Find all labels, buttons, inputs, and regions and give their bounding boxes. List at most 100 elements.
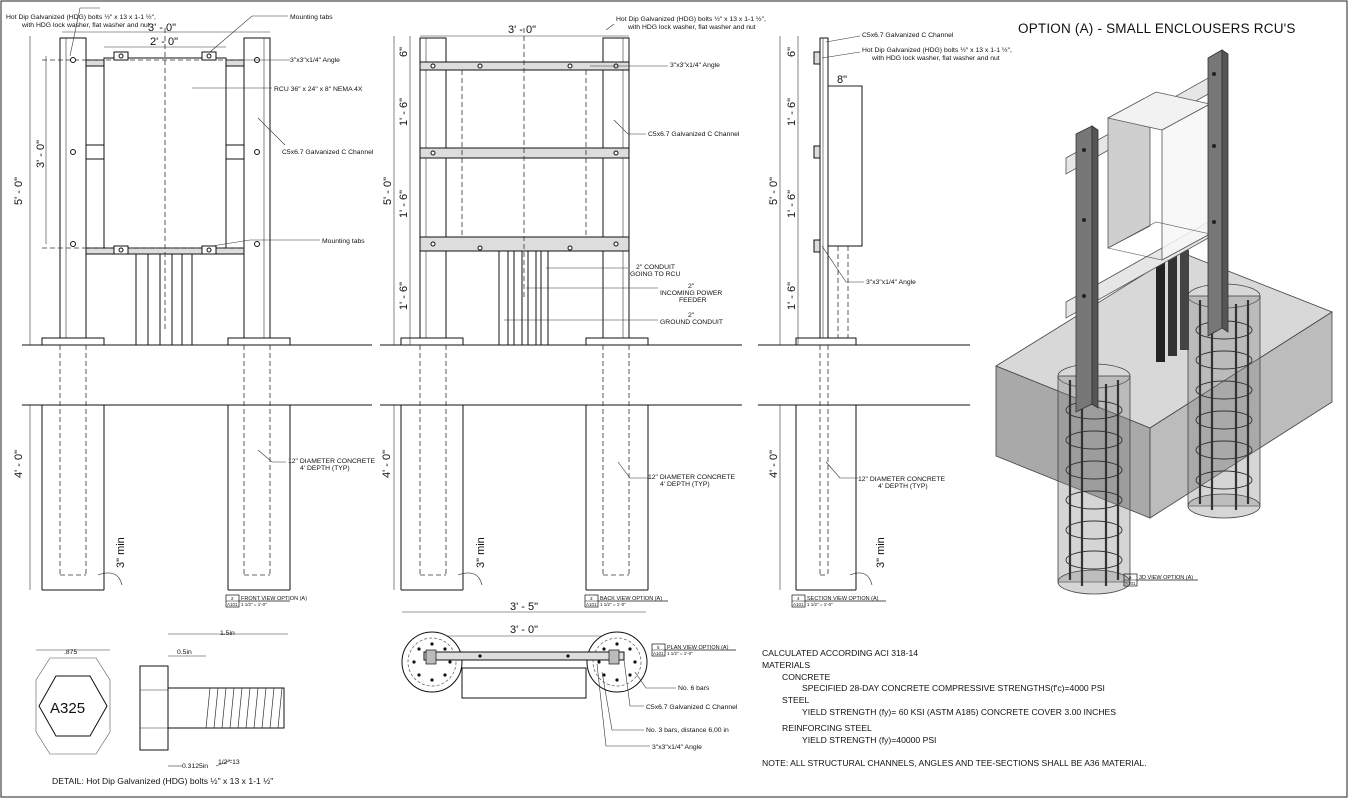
notes-steel: STEEL bbox=[782, 695, 810, 706]
section-dim-6: 6" bbox=[786, 47, 798, 57]
back-conduit-rcu-2: GOING TO RCU bbox=[630, 271, 680, 278]
bolt-dim-05: 0.5in bbox=[177, 649, 192, 656]
back-dim-1-6b: 1' - 6" bbox=[398, 190, 410, 218]
section-hdg-note-2: with HDG lock washer, flat washer and nu… bbox=[871, 55, 1000, 62]
back-tag-sheet: A101 bbox=[586, 602, 597, 607]
bolt-dim-03125: 0.3125in bbox=[182, 763, 208, 770]
bolt-detail bbox=[35, 633, 288, 767]
section-dim-4-0: 4' - 0" bbox=[768, 450, 780, 478]
notes-materials: MATERIALS bbox=[762, 659, 811, 670]
back-angle-label: 3"x3"x1/4" Angle bbox=[670, 62, 720, 69]
bolt-dim-15: 1.5in bbox=[220, 630, 235, 637]
back-view-label: BACK VIEW OPTION (A) bbox=[600, 596, 662, 602]
front-dim-3-0-vertical: 3' - 0" bbox=[35, 140, 47, 168]
plan-view-scale: 1 1/2" = 1'-0" bbox=[667, 651, 693, 656]
front-dim-5-0: 5' - 0" bbox=[13, 177, 25, 205]
front-view-tag bbox=[225, 594, 290, 608]
back-dim-5-0: 5' - 0" bbox=[382, 177, 394, 205]
back-concrete-2: 4' DEPTH (TYP) bbox=[660, 481, 710, 488]
front-channel-label: C5x6.7 Galvanized C Channel bbox=[282, 149, 374, 156]
section-angle-label: 3"x3"x1/4" Angle bbox=[866, 279, 916, 286]
front-view bbox=[22, 7, 372, 591]
section-view-scale: 1 1/2" = 1'-0" bbox=[807, 602, 833, 607]
back-feeder-2: INCOMING POWER bbox=[660, 290, 722, 297]
plan-bars6: No. 6 bars bbox=[678, 685, 710, 692]
plan-channel: C5x6.7 Galvanized C Channel bbox=[646, 704, 738, 711]
front-hdg-note-2: with HDG lock washer, flat washer and nu… bbox=[21, 22, 150, 29]
back-hdg-note-2: with HDG lock washer, flat washer and nu… bbox=[627, 24, 756, 31]
plan-view-tag bbox=[651, 643, 736, 657]
front-concrete-2: 4' DEPTH (TYP) bbox=[300, 465, 350, 472]
section-dim-5-0: 5' - 0" bbox=[768, 177, 780, 205]
notes-reinforcing-spec: YIELD STRENGTH (fy)=40000 PSI bbox=[802, 734, 937, 745]
plan-tag-num: 5 bbox=[657, 645, 660, 650]
front-tag-sheet: A101 bbox=[227, 602, 238, 607]
section-tag-num: 4 bbox=[797, 596, 800, 601]
drawing-title: OPTION (A) - SMALL ENCLOUSERS RCU'S bbox=[1018, 21, 1296, 36]
plan-angle: 3"x3"x1/4" Angle bbox=[652, 744, 702, 751]
notes-concrete-spec: SPECIFIED 28-DAY CONCRETE COMPRESSIVE ST… bbox=[802, 683, 1105, 694]
3d-view-tag bbox=[1123, 573, 1198, 587]
back-view bbox=[380, 23, 742, 591]
notes-calc: CALCULATED ACCORDING ACI 318-14 bbox=[762, 648, 919, 658]
front-angle-label: 3"x3"x1/4" Angle bbox=[290, 57, 340, 64]
front-view-label: FRONT VIEW OPTION (A) bbox=[241, 596, 307, 602]
section-dim-1-6b: 1' - 6" bbox=[786, 190, 798, 218]
front-hdg-note-1: Hot Dip Galvanized (HDG) bolts ½" x 13 x… bbox=[6, 13, 156, 21]
bolt-head-text: A325 bbox=[50, 700, 85, 717]
plan-tag-sheet: A101 bbox=[653, 651, 664, 656]
back-dim-4-0: 4' - 0" bbox=[381, 450, 393, 478]
back-dim-6: 6" bbox=[398, 47, 410, 57]
plan-dim-3-5: 3' - 5" bbox=[510, 601, 538, 613]
back-dim-3-0: 3' - 0" bbox=[508, 24, 536, 36]
section-view-label: SECTION VIEW OPTION (A) bbox=[807, 596, 879, 602]
plan-view bbox=[401, 611, 676, 747]
back-dim-3min: 3" min bbox=[475, 537, 487, 568]
back-conduit-rcu-1: 2" CONDUIT bbox=[636, 264, 675, 271]
general-notes: CALCULATED ACCORDING ACI 318-14 MATERIAL… bbox=[762, 648, 1302, 770]
front-dim-3-0: 3' - 0" bbox=[148, 22, 176, 34]
bolt-detail-title: DETAIL: Hot Dip Galvanized (HDG) bolts ½… bbox=[52, 776, 274, 786]
notes-a36: NOTE: ALL STRUCTURAL CHANNELS, ANGLES AN… bbox=[762, 758, 1147, 769]
back-ground-2: GROUND CONDUIT bbox=[660, 319, 723, 326]
back-dim-1-6c: 1' - 6" bbox=[398, 282, 410, 310]
section-view bbox=[758, 35, 970, 591]
back-hdg-note-1: Hot Dip Galvanized (HDG) bolts ½" x 13 x… bbox=[616, 15, 766, 23]
3d-tag-sheet: A101 bbox=[1125, 581, 1136, 586]
front-mounting-tabs-top: Mounting tabs bbox=[290, 14, 333, 21]
section-channel-label: C5x6.7 Galvanized C Channel bbox=[862, 32, 954, 39]
3d-view-label: 3D VIEW OPTION (A) bbox=[1139, 575, 1193, 581]
front-view-scale: 1 1/2" = 1'-0" bbox=[241, 602, 267, 607]
front-dim-2-0: 2' - 0" bbox=[150, 36, 178, 48]
front-mounting-tabs-bottom: Mounting tabs bbox=[322, 238, 365, 245]
notes-steel-spec: YIELD STRENGTH (fy)= 60 KSI (ASTM A185) … bbox=[802, 706, 1116, 717]
back-view-tag bbox=[584, 594, 668, 608]
back-ground-1: 2" bbox=[688, 312, 695, 319]
back-feeder-3: FEEDER bbox=[679, 297, 707, 304]
back-tag-num: 3 bbox=[590, 596, 593, 601]
section-concrete-1: 12" DIAMETER CONCRETE bbox=[858, 476, 945, 483]
section-hdg-note-1: Hot Dip Galvanized (HDG) bolts ½" x 13 x… bbox=[862, 46, 1012, 54]
back-dim-1-6a: 1' - 6" bbox=[398, 98, 410, 126]
front-tag-num: 2 bbox=[231, 596, 234, 601]
section-dim-1-6c: 1' - 6" bbox=[786, 282, 798, 310]
section-dim-3min: 3" min bbox=[875, 537, 887, 568]
front-dim-4-0: 4' - 0" bbox=[13, 450, 25, 478]
front-dim-3min: 3" min bbox=[115, 537, 127, 568]
section-concrete-2: 4' DEPTH (TYP) bbox=[878, 483, 928, 490]
notes-concrete: CONCRETE bbox=[782, 671, 831, 682]
section-dim-1-6a: 1' - 6" bbox=[786, 98, 798, 126]
back-channel-label: C5x6.7 Galvanized C Channel bbox=[648, 131, 740, 138]
notes-reinforcing: REINFORCING STEEL bbox=[782, 722, 872, 733]
plan-bars3: No. 3 bars, distance 6,00 in bbox=[646, 727, 729, 734]
front-concrete-1: 12" DIAMETER CONCRETE bbox=[288, 458, 375, 465]
back-view-scale: 1 1/2" = 1'-0" bbox=[600, 602, 626, 607]
bolt-thread: 1/2"-13 bbox=[218, 759, 240, 766]
front-rcu-label: RCU 36" x 24" x 8" NEMA 4X bbox=[274, 86, 363, 93]
plan-dim-3-0: 3' - 0" bbox=[510, 624, 538, 636]
bolt-dim-875: .875 bbox=[64, 649, 77, 656]
back-concrete-1: 12" DIAMETER CONCRETE bbox=[648, 474, 735, 481]
section-view-tag bbox=[791, 594, 886, 608]
